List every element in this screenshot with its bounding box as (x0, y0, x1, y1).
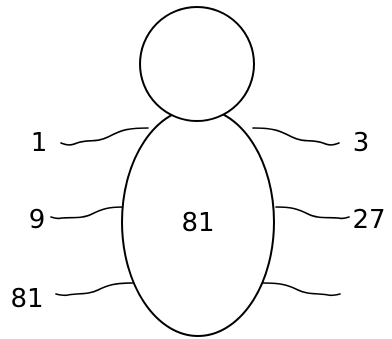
left-leg-1-label: 1 (31, 128, 48, 158)
right-leg-2-label: 27 (352, 205, 385, 235)
head-circle (139, 6, 255, 122)
right-leg-2 (275, 206, 350, 220)
left-leg-3-label: 81 (10, 284, 43, 314)
left-leg-1 (60, 127, 149, 146)
right-leg-1 (252, 127, 340, 146)
left-leg-3 (55, 282, 134, 297)
right-leg-3 (262, 282, 341, 297)
right-leg-1-label: 3 (353, 128, 370, 158)
left-leg-2 (50, 206, 125, 220)
left-leg-2-label: 9 (29, 205, 46, 235)
body-value-label: 81 (181, 208, 214, 238)
